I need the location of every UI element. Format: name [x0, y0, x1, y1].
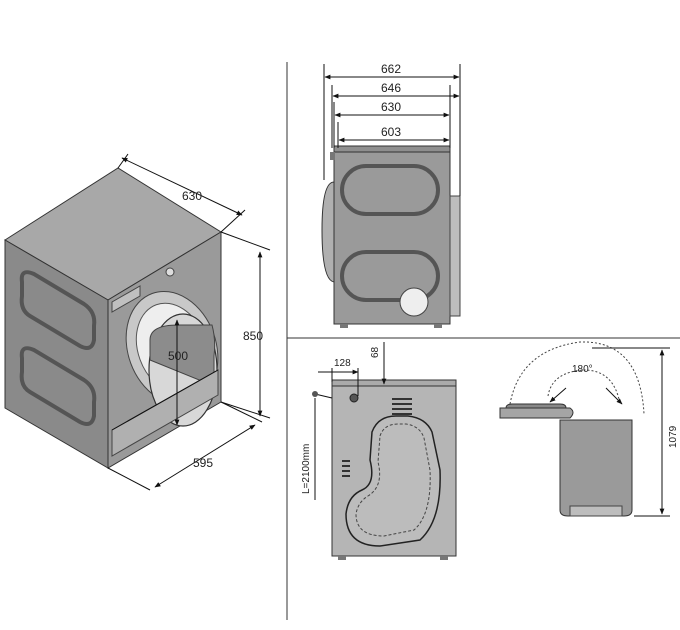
back-vent-grille: [392, 398, 412, 415]
side-dim-630: 630: [381, 100, 401, 114]
back-side-grille: [342, 460, 350, 477]
back-dim-cable: L=2100mm: [301, 444, 312, 494]
iso-control-panel: [111, 285, 141, 313]
side-dim-646: 646: [381, 81, 401, 95]
side-dim-662: 662: [381, 62, 401, 76]
side-panel-upper: [340, 164, 440, 216]
back-dim-68: 68: [370, 346, 381, 358]
isometric-view: 630 850 500 595: [4, 153, 271, 491]
lid-body: [559, 419, 633, 517]
iso-knob: [165, 267, 175, 277]
side-back-panel: [449, 195, 461, 317]
lid-swing-arc-inner: [547, 369, 621, 405]
back-view: 128 68 L=2100mm: [301, 342, 457, 560]
iso-height-label: 850: [243, 329, 263, 343]
iso-door-label: 500: [168, 349, 188, 363]
side-panel-lower: [340, 250, 440, 302]
lid-angle-label: 180°: [572, 364, 593, 375]
iso-side-panel-lower: [19, 346, 97, 426]
side-vent: [399, 287, 429, 317]
side-dim-603: 603: [381, 125, 401, 139]
iso-side-panel-upper: [19, 270, 97, 350]
lid-height-label: 1079: [668, 425, 679, 448]
side-view: 662 646 630 603: [321, 62, 461, 328]
lid-swing-arc: [509, 341, 645, 415]
iso-door-glass: [149, 324, 216, 387]
back-dim-128: 128: [334, 358, 351, 369]
iso-depth-label: 630: [182, 189, 202, 203]
back-drum-outline: [345, 415, 441, 547]
side-top-lip: [333, 145, 451, 153]
lid-open-door: [499, 407, 574, 419]
open-lid-view: 180° 1079: [499, 341, 679, 517]
iso-width-label: 595: [193, 456, 213, 470]
side-door-bulge: [321, 181, 335, 283]
